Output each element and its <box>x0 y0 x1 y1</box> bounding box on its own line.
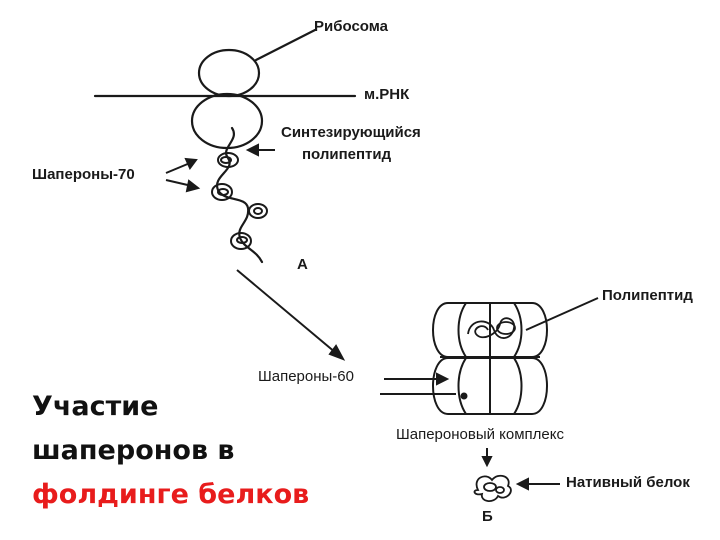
chaperone70-blob-4 <box>230 232 252 250</box>
native-protein <box>473 474 512 502</box>
chaperone70-blob-3 <box>248 203 268 219</box>
caption-line-1: Участие <box>32 391 159 422</box>
chaperonin-barrel <box>432 302 548 415</box>
chaperone70-blob-2 <box>211 183 233 201</box>
caption-line-2: шаперонов в <box>32 435 235 466</box>
ribosome-small-subunit <box>197 48 261 98</box>
label-ribosome: Рибосома <box>314 18 389 35</box>
polypeptide-chain <box>215 126 264 264</box>
chaperone70-arrowhead-lower <box>185 179 201 193</box>
polypeptide-pointer-line <box>525 297 599 331</box>
label-b: Б <box>482 508 493 525</box>
label-complex: Шапероновый комплекс <box>396 426 564 443</box>
enclosed-polypeptide <box>467 317 516 339</box>
native-arrowhead <box>515 477 529 491</box>
synth-pointer-arrowhead <box>245 143 259 157</box>
caption-line-3: фолдинге белков <box>32 479 310 510</box>
label-polypeptide: Полипептид <box>602 287 693 304</box>
label-a: А <box>297 256 308 273</box>
label-chaperones60: Шапероны-60 <box>258 368 354 385</box>
chaperone70-arrowhead-upper <box>184 157 198 170</box>
label-synth-line1: Синтезирующийся <box>281 124 421 141</box>
label-synth-line2: полипептид <box>302 146 392 163</box>
chaperone60-arrowhead-upper <box>436 372 450 386</box>
complex-down-arrowhead <box>481 456 493 468</box>
ribosome-pointer-line <box>254 28 317 62</box>
caption-block: Участие шаперонов в фолдинге белков <box>32 385 309 517</box>
chaperone70-blob-1 <box>217 152 239 168</box>
diagonal-arrowhead <box>328 344 346 361</box>
ribosome-large-subunit <box>190 92 264 150</box>
chaperone60-dot <box>460 392 468 400</box>
label-native: Нативный белок <box>566 474 690 491</box>
label-chaperones70: Шапероны-70 <box>32 166 135 183</box>
label-mrna: м.РНК <box>364 86 410 103</box>
